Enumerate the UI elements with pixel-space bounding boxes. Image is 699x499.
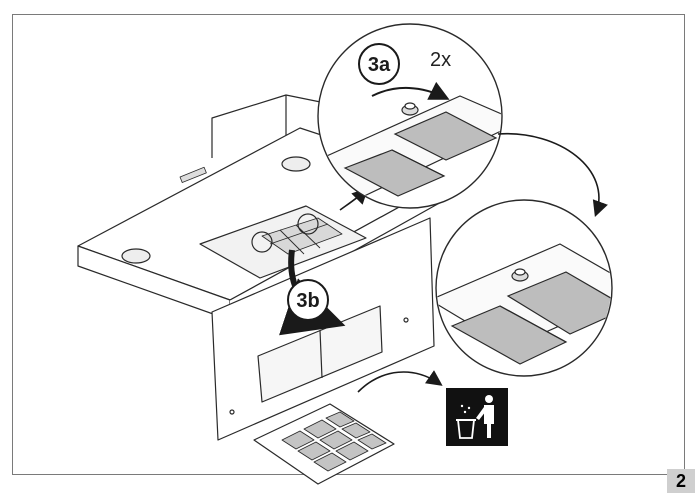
rotate-arrow [371, 81, 450, 100]
diagram-frame [12, 14, 685, 475]
hood-light-left [121, 248, 151, 264]
dispose-arrow [357, 370, 443, 393]
page-number-badge: 2 [667, 469, 695, 493]
hood-light-right [281, 156, 311, 172]
step-a-badge [358, 43, 400, 85]
step-b-badge [287, 279, 329, 321]
zoom-detail-1: 3a 2x [317, 23, 503, 209]
zoom-detail-2 [435, 199, 613, 377]
step-a-label: 3a [368, 54, 391, 76]
step-b-label: 3b [296, 290, 319, 312]
step-a-count: 2x [430, 49, 451, 71]
step-b-badge-group: 3b [287, 279, 329, 321]
removed-grease-filter [253, 403, 395, 485]
hood-filter-grid [261, 217, 343, 255]
hood-vent-slots [179, 166, 207, 183]
zoom-link-arrow-2 [497, 133, 608, 218]
trash-dispose-icon [446, 388, 508, 446]
filter-panel-upper [506, 271, 611, 335]
filter-panel-right [393, 111, 498, 161]
